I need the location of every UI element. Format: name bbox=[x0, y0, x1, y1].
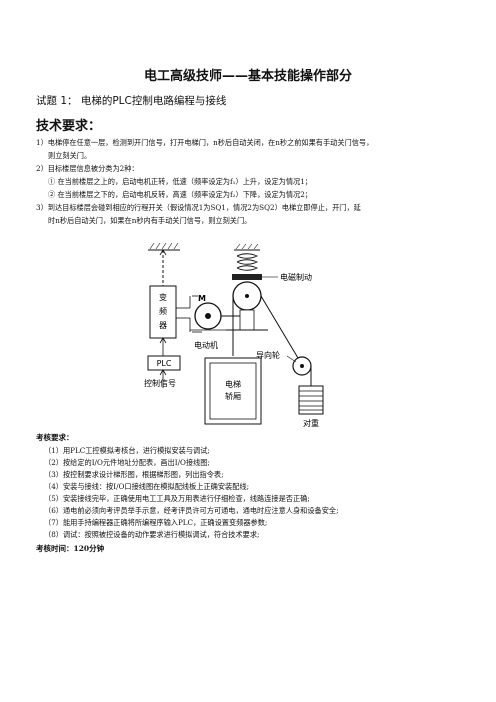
page-title: 电工高级技师——基本技能操作部分 bbox=[143, 69, 352, 84]
eval-item: （3）按控制要求设计梯形图，根据梯形图，列出指令表; bbox=[44, 470, 224, 479]
eval-item: （2）按给定的I/O元件地址分配表，画出I/O接线图; bbox=[44, 458, 210, 467]
rope-to-guide bbox=[260, 295, 299, 359]
car-label: 电梯 bbox=[225, 379, 241, 389]
plc-box bbox=[147, 355, 181, 371]
control-signal-label: 控制信号 bbox=[144, 378, 176, 388]
requirement-line: 3）到达目标楼层会碰到相应的行程开关（假设情况1为SQ1，情况2为SQ2）电梯立… bbox=[36, 203, 361, 212]
arrow-up-icon bbox=[159, 369, 167, 376]
eval-heading: 考核要求： bbox=[36, 433, 74, 442]
elevator-car-inner bbox=[209, 362, 257, 420]
plc-label: PLC bbox=[157, 359, 172, 368]
car-label: 轿厢 bbox=[225, 391, 241, 401]
eval-item: （1）用PLC工控模拟考核台，进行模拟安装与调试; bbox=[44, 446, 210, 455]
tech-requirements-heading: 技术要求： bbox=[36, 119, 102, 134]
counterweight-label: 对重 bbox=[303, 418, 319, 428]
eval-item: （8）调试：按照被控设备的动作要求进行模拟调试，符合技术要求; bbox=[44, 530, 260, 539]
exam-subject: 试题 1： 电梯的PLC控制电路编程与接线 bbox=[36, 95, 227, 107]
arrow-up-icon bbox=[159, 337, 167, 344]
eval-item: （5）安装接线完毕，正确使用电工工具及万用表进行仔细检查，线路连接是否正确; bbox=[44, 494, 310, 503]
requirement-line: 1）电梯停在任意一层，检测到开门信号，打开电梯门，n秒后自动关闭，在n秒之前如果… bbox=[36, 138, 374, 147]
eval-item: （4）安装与接线：按I/O口接线图在模拟配线板上正确安装配线; bbox=[44, 482, 250, 491]
motor-letter: M bbox=[198, 294, 206, 303]
motor-label: 电动机 bbox=[194, 340, 218, 350]
guide-wheel-label: 导向轮 bbox=[256, 350, 280, 360]
brake-spring bbox=[236, 253, 259, 271]
brake-label: 电磁制动 bbox=[280, 272, 312, 282]
elevator-diagram: 变 频 器 M 电动机 PLC 控制信号 电磁制动 导向轮 电梯 轿厢 bbox=[144, 242, 324, 428]
arrow-up-icon bbox=[159, 249, 167, 256]
requirement-line: ② 在当前楼层之下的，启动电机反转，高速（频率设定为f₂）下降，设定为情况2； bbox=[48, 190, 312, 199]
inverter-label: 频 bbox=[159, 306, 167, 316]
eval-item: （6）通电前必须向考评员举手示意，经考评员许可方可通电，通电时应注意人身和设备安… bbox=[44, 506, 339, 515]
motor-shaft bbox=[205, 313, 211, 319]
sheave-support bbox=[239, 309, 255, 331]
requirement-line: 时n秒后自动关门，如果在n秒内有手动关门信号，则立刻关门。 bbox=[48, 216, 252, 225]
exam-time: 考核时间：120分钟 bbox=[36, 544, 105, 553]
ceiling-hatch bbox=[149, 242, 179, 250]
eval-item: （7）能用手持编程器正确将所编程序输入PLC，正确设置变频器参数; bbox=[44, 518, 268, 527]
requirement-line: 2）目标楼层信息被分类为2种： bbox=[36, 164, 139, 173]
inverter-label: 变 bbox=[159, 292, 167, 302]
inverter-label: 器 bbox=[159, 321, 167, 330]
inverter-box bbox=[149, 285, 177, 339]
brake-pad bbox=[232, 274, 262, 280]
requirement-line: ① 在当前楼层之上的，启动电机正转，低速（频率设定为f₁）上升，设定为情况1； bbox=[48, 177, 312, 186]
requirement-line: 则立刻关门。 bbox=[48, 151, 92, 160]
